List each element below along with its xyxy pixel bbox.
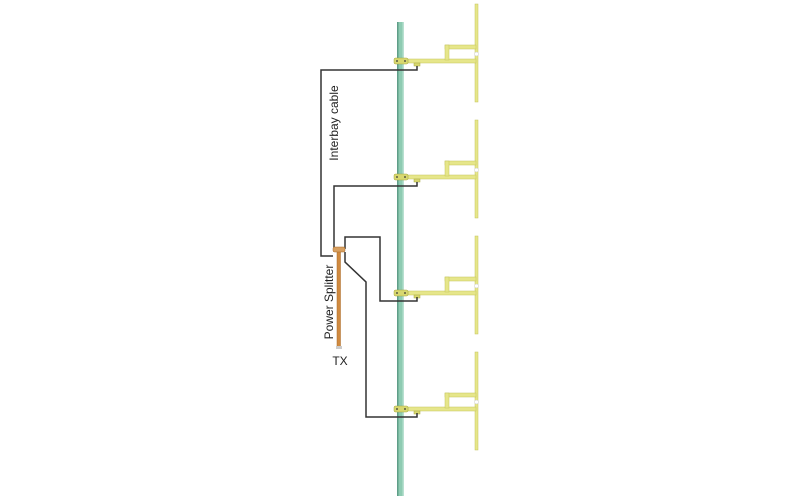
tx-label: TX [332, 354, 347, 368]
antenna-bay-2 [393, 119, 479, 219]
antenna-mast [397, 22, 404, 496]
antenna-bay-1 [393, 3, 479, 103]
cable-bay-4 [344, 252, 418, 418]
power-splitter [332, 246, 346, 349]
cable-bay-1 [320, 66, 418, 257]
power-splitter-label: Power Splitter [322, 265, 336, 340]
cable-bay-3 [344, 236, 418, 302]
cable-bay-2 [333, 182, 418, 249]
antenna-bay-4 [393, 351, 479, 451]
interbay-cable-label: Interbay cable [327, 85, 341, 161]
interbay-cables [320, 66, 418, 418]
antenna-bay-3 [393, 235, 479, 335]
